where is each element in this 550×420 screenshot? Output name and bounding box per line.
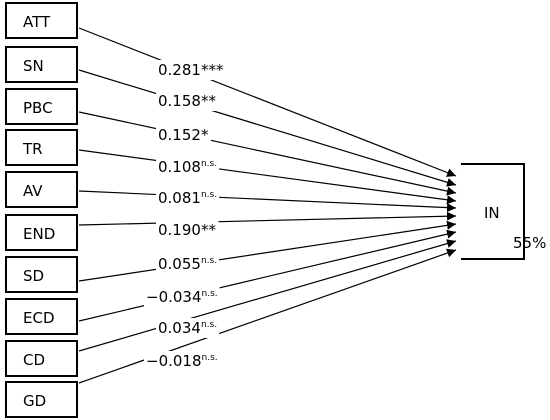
- significance-marker: n.s.: [201, 190, 217, 200]
- predictor-node-att: ATT: [5, 2, 78, 39]
- predictor-label: TR: [22, 140, 43, 158]
- coefficient-backdrop: [144, 351, 220, 371]
- path-arrow-av: [78, 190, 457, 213]
- coefficient-backdrop: [156, 60, 226, 80]
- predictor-label: PBC: [23, 99, 53, 117]
- coefficient-pbc: 0.152*: [156, 125, 211, 145]
- target-label: IN: [484, 204, 500, 222]
- coefficient-value: 0.158: [158, 92, 201, 110]
- predictor-label: SD: [23, 267, 44, 285]
- predictor-label: END: [23, 225, 55, 243]
- predictor-box: [5, 2, 78, 39]
- svg-text:0.034n.s.: 0.034n.s.: [158, 319, 217, 337]
- predictor-node-gd: GD: [5, 381, 78, 418]
- predictor-node-cd: CD: [5, 340, 78, 377]
- significance-marker: **: [201, 92, 217, 110]
- predictor-box: [5, 381, 78, 418]
- coefficient-backdrop: [156, 254, 220, 274]
- predictor-label: ECD: [23, 309, 55, 327]
- predictor-node-pbc: PBC: [5, 88, 78, 125]
- path-arrow-pbc: [78, 111, 457, 196]
- coefficient-end: 0.190**: [156, 220, 219, 240]
- coefficient-value: 0.108: [158, 158, 201, 176]
- svg-text:0.108n.s.: 0.108n.s.: [158, 158, 217, 176]
- coefficient-tr: 0.108n.s.: [156, 157, 220, 177]
- coefficient-backdrop: [156, 91, 219, 111]
- predictor-node-tr: TR: [5, 129, 78, 166]
- svg-text:−0.034n.s.: −0.034n.s.: [146, 288, 218, 306]
- svg-text:0.055n.s.: 0.055n.s.: [158, 255, 217, 273]
- coefficient-backdrop: [156, 125, 211, 145]
- predictor-node-sd: SD: [5, 256, 78, 293]
- svg-text:0.158**: 0.158**: [158, 92, 216, 110]
- coefficient-backdrop: [156, 318, 220, 338]
- coefficient-value: 0.055: [158, 255, 201, 273]
- significance-marker: n.s.: [202, 353, 218, 363]
- significance-marker: **: [201, 221, 217, 239]
- significance-marker: n.s.: [201, 256, 217, 266]
- predictor-node-av: AV: [5, 171, 78, 208]
- significance-marker: *: [201, 126, 209, 144]
- path-arrow-att: [78, 27, 457, 177]
- path-arrow-tr: [78, 149, 457, 205]
- coefficient-value: 0.034: [158, 319, 201, 337]
- path-arrow-cd: [78, 239, 457, 352]
- significance-marker: n.s.: [201, 159, 217, 169]
- svg-text:−0.018n.s.: −0.018n.s.: [146, 352, 218, 370]
- path-arrow-sd: [78, 220, 457, 282]
- coefficient-att: 0.281***: [156, 60, 226, 80]
- coefficient-value: 0.152: [158, 126, 201, 144]
- coefficient-backdrop: [156, 188, 220, 208]
- predictor-box: [5, 340, 78, 377]
- svg-text:0.152*: 0.152*: [158, 126, 209, 144]
- coefficient-value: 0.190: [158, 221, 201, 239]
- coefficient-value: −0.034: [146, 288, 202, 306]
- predictor-label: ATT: [23, 13, 51, 31]
- significance-marker: ***: [201, 61, 224, 79]
- svg-text:0.081n.s.: 0.081n.s.: [158, 189, 217, 207]
- predictor-node-end: END: [5, 214, 78, 251]
- significance-marker: n.s.: [201, 320, 217, 330]
- predictor-box: [5, 171, 78, 208]
- predictor-label: GD: [23, 392, 46, 410]
- predictor-label: CD: [23, 351, 45, 369]
- predictor-box: [5, 256, 78, 293]
- predictor-node-ecd: ECD: [5, 298, 78, 335]
- target-node-in: IN 55%: [461, 163, 546, 260]
- coefficient-value: −0.018: [146, 352, 202, 370]
- predictor-node-sn: SN: [5, 46, 78, 83]
- path-arrow-gd: [78, 248, 457, 384]
- coefficient-backdrop: [144, 287, 220, 307]
- path-arrow-end: [78, 211, 457, 226]
- predictor-box: [5, 129, 78, 166]
- coefficient-value: 0.281: [158, 61, 201, 79]
- predictor-label: SN: [23, 57, 44, 75]
- coefficient-ecd: −0.034n.s.: [144, 287, 220, 307]
- significance-marker: n.s.: [202, 289, 218, 299]
- coefficient-sn: 0.158**: [156, 91, 219, 111]
- coefficient-gd: −0.018n.s.: [144, 351, 220, 371]
- path-arrow-sn: [78, 69, 457, 187]
- predictor-box: [5, 298, 78, 335]
- coefficient-value: 0.081: [158, 189, 201, 207]
- svg-text:0.281***: 0.281***: [158, 61, 224, 79]
- coefficient-sd: 0.055n.s.: [156, 254, 220, 274]
- target-box-outline: [461, 163, 525, 260]
- svg-text:0.190**: 0.190**: [158, 221, 216, 239]
- predictor-box: [5, 214, 78, 251]
- coefficient-av: 0.081n.s.: [156, 188, 220, 208]
- coefficient-backdrop: [156, 220, 219, 240]
- predictor-label: AV: [23, 182, 43, 200]
- predictor-box: [5, 46, 78, 83]
- coefficient-cd: 0.034n.s.: [156, 318, 220, 338]
- path-arrow-ecd: [78, 229, 457, 322]
- r-squared-label: 55%: [513, 234, 546, 252]
- coefficient-backdrop: [156, 157, 220, 177]
- predictor-box: [5, 88, 78, 125]
